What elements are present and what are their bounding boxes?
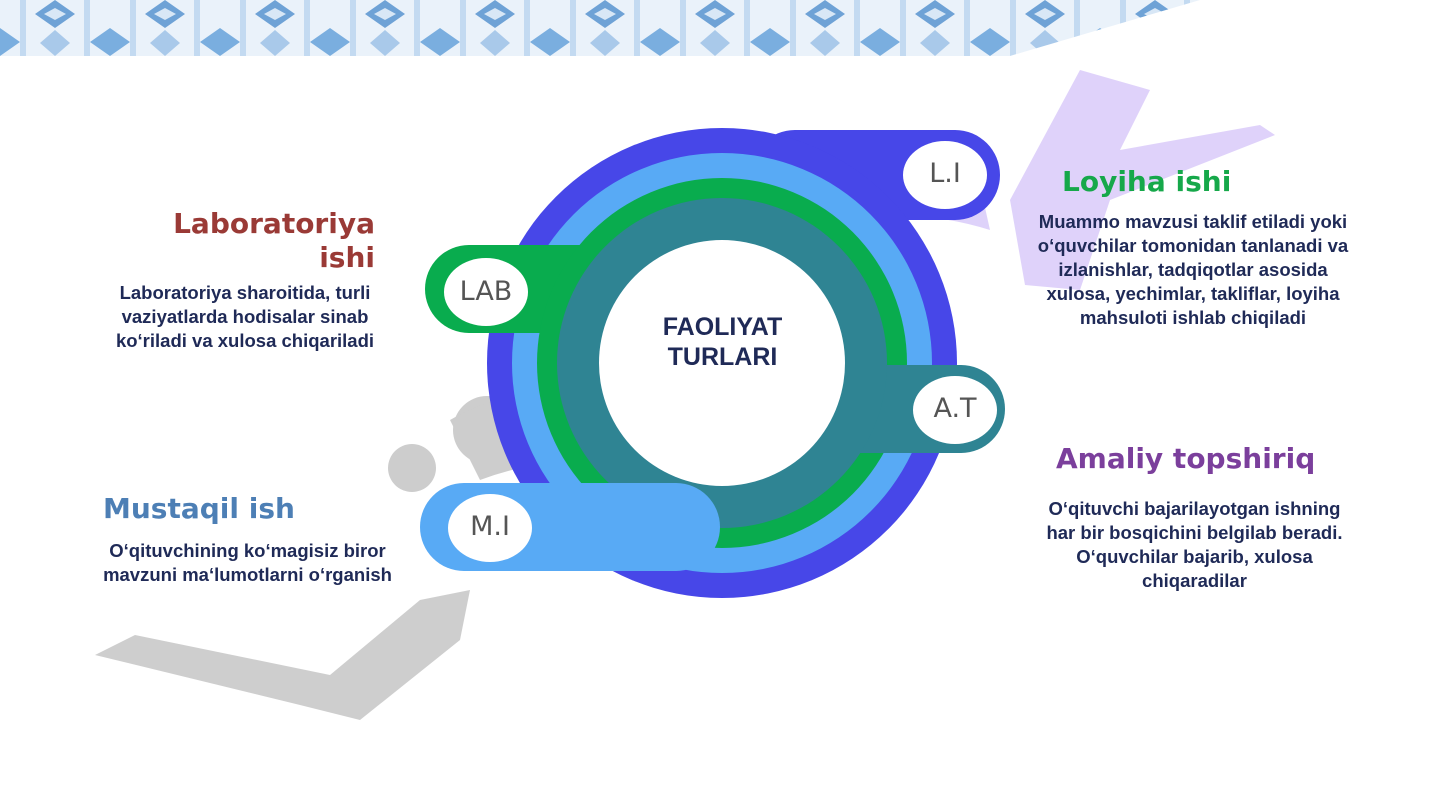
laboratoriya-title-line2: ishi <box>319 241 375 274</box>
center-title-line2: TURLARI <box>667 343 778 371</box>
loyiha-title: Loyiha ishi <box>1062 165 1232 198</box>
mustaqil-description: O‘qituvchining ko‘magisiz biror mavzuni … <box>103 540 392 585</box>
tag-lab: LAB <box>459 276 513 307</box>
amaliy-description: O‘qituvchi bajarilayotgan ishning har bi… <box>1046 498 1343 591</box>
center-title-line1: FAOLIYAT <box>662 313 783 341</box>
loyiha-description: Muammo mavzusi taklif etiladi yoki o‘quv… <box>1037 211 1349 328</box>
center-title: FAOLIYAT TURLARI <box>615 312 830 372</box>
tag-li: L.I <box>929 158 961 189</box>
tag-mi: M.I <box>470 511 510 542</box>
li-bubble <box>903 141 987 209</box>
mi-bubble <box>448 494 532 562</box>
laboratoriya-title: Laboratoriya ishi <box>120 207 375 275</box>
activity-ring-diagram <box>420 128 1005 598</box>
center-circle <box>599 240 845 486</box>
tag-at: A.T <box>933 393 977 424</box>
lab-bubble <box>444 258 528 326</box>
laboratoriya-title-line1: Laboratoriya <box>173 207 375 240</box>
laboratoriya-description: Laboratoriya sharoitida, turli vaziyatla… <box>115 282 375 351</box>
amaliy-title: Amaliy topshiriq <box>1056 442 1316 475</box>
mustaqil-title: Mustaqil ish <box>103 492 295 525</box>
at-bubble <box>913 376 997 444</box>
ikat-pattern-banner <box>0 0 1200 56</box>
